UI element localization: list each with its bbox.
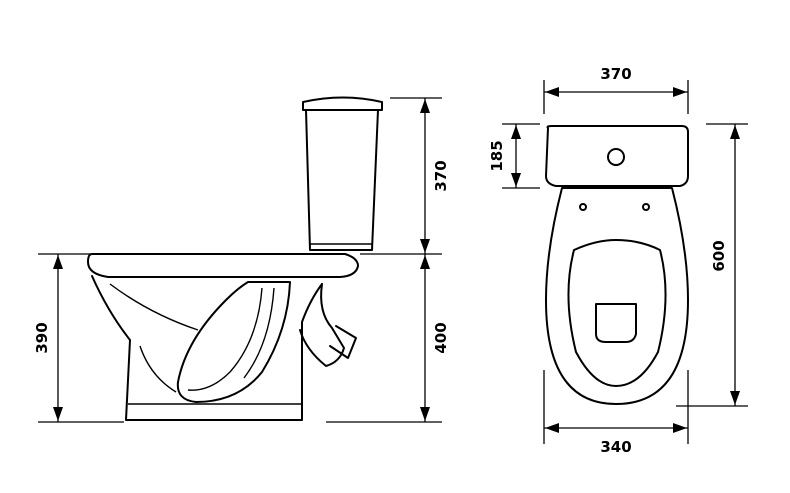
hinge-bolt-right-icon <box>642 203 650 211</box>
side-seat-height-label: 390 <box>33 322 51 353</box>
hinge-bolt-left-icon <box>579 203 587 211</box>
side-bowl-body <box>91 275 323 421</box>
top-bowl-width-label: 340 <box>600 438 631 456</box>
top-tank-width-label: 370 <box>600 65 631 83</box>
top-bowl-inner <box>567 239 667 387</box>
top-tank-depth-label: 185 <box>488 140 506 171</box>
side-tank-height-label: 370 <box>432 160 450 191</box>
side-trapway <box>176 281 291 403</box>
flush-button-icon <box>607 148 625 166</box>
side-view <box>87 96 383 421</box>
top-total-length-label: 600 <box>710 240 728 271</box>
side-dimensions: 370 400 390 <box>33 97 450 423</box>
side-bowl-rim <box>87 253 359 278</box>
side-tank-lid <box>302 96 383 111</box>
top-view <box>545 125 689 405</box>
top-drain <box>595 303 637 343</box>
side-tank-body <box>305 109 379 251</box>
side-outlet-pipe <box>299 283 345 367</box>
side-bowl-height-label: 400 <box>432 322 450 353</box>
top-bowl-outer <box>545 187 689 405</box>
top-dimensions: 370 185 600 340 <box>488 65 748 456</box>
top-tank <box>545 125 689 187</box>
